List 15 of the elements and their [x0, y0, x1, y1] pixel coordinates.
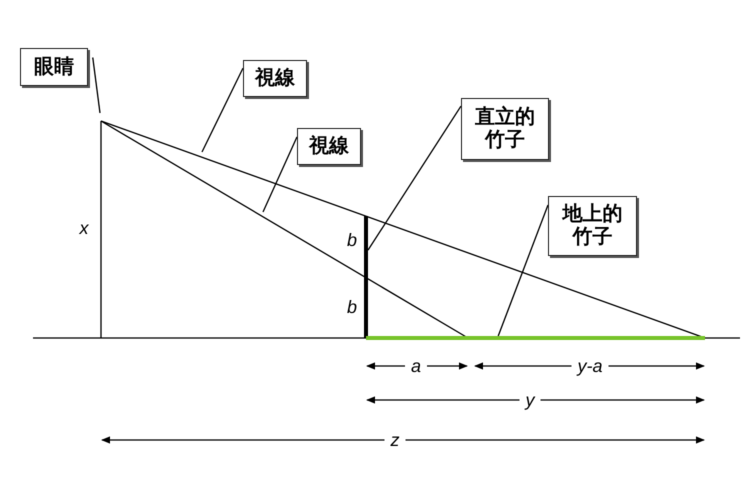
- callout-label: 地上的竹子: [548, 196, 637, 256]
- bamboo-pole: [364, 216, 368, 338]
- variable-label: x: [78, 219, 90, 237]
- leader-line: [92, 57, 101, 114]
- leader-line: [367, 106, 462, 251]
- callout-label: 眼睛: [20, 48, 88, 86]
- callout-label: 視線: [297, 128, 361, 165]
- callout-label: 直立的竹子: [461, 98, 549, 160]
- callout-label: 視線: [243, 60, 307, 97]
- bamboo-pole: [366, 336, 705, 340]
- leader-line: [201, 68, 244, 152]
- leader-line: [262, 136, 298, 212]
- variable-label: b: [346, 231, 358, 249]
- leader-line: [498, 204, 549, 336]
- variable-label: b: [346, 298, 358, 316]
